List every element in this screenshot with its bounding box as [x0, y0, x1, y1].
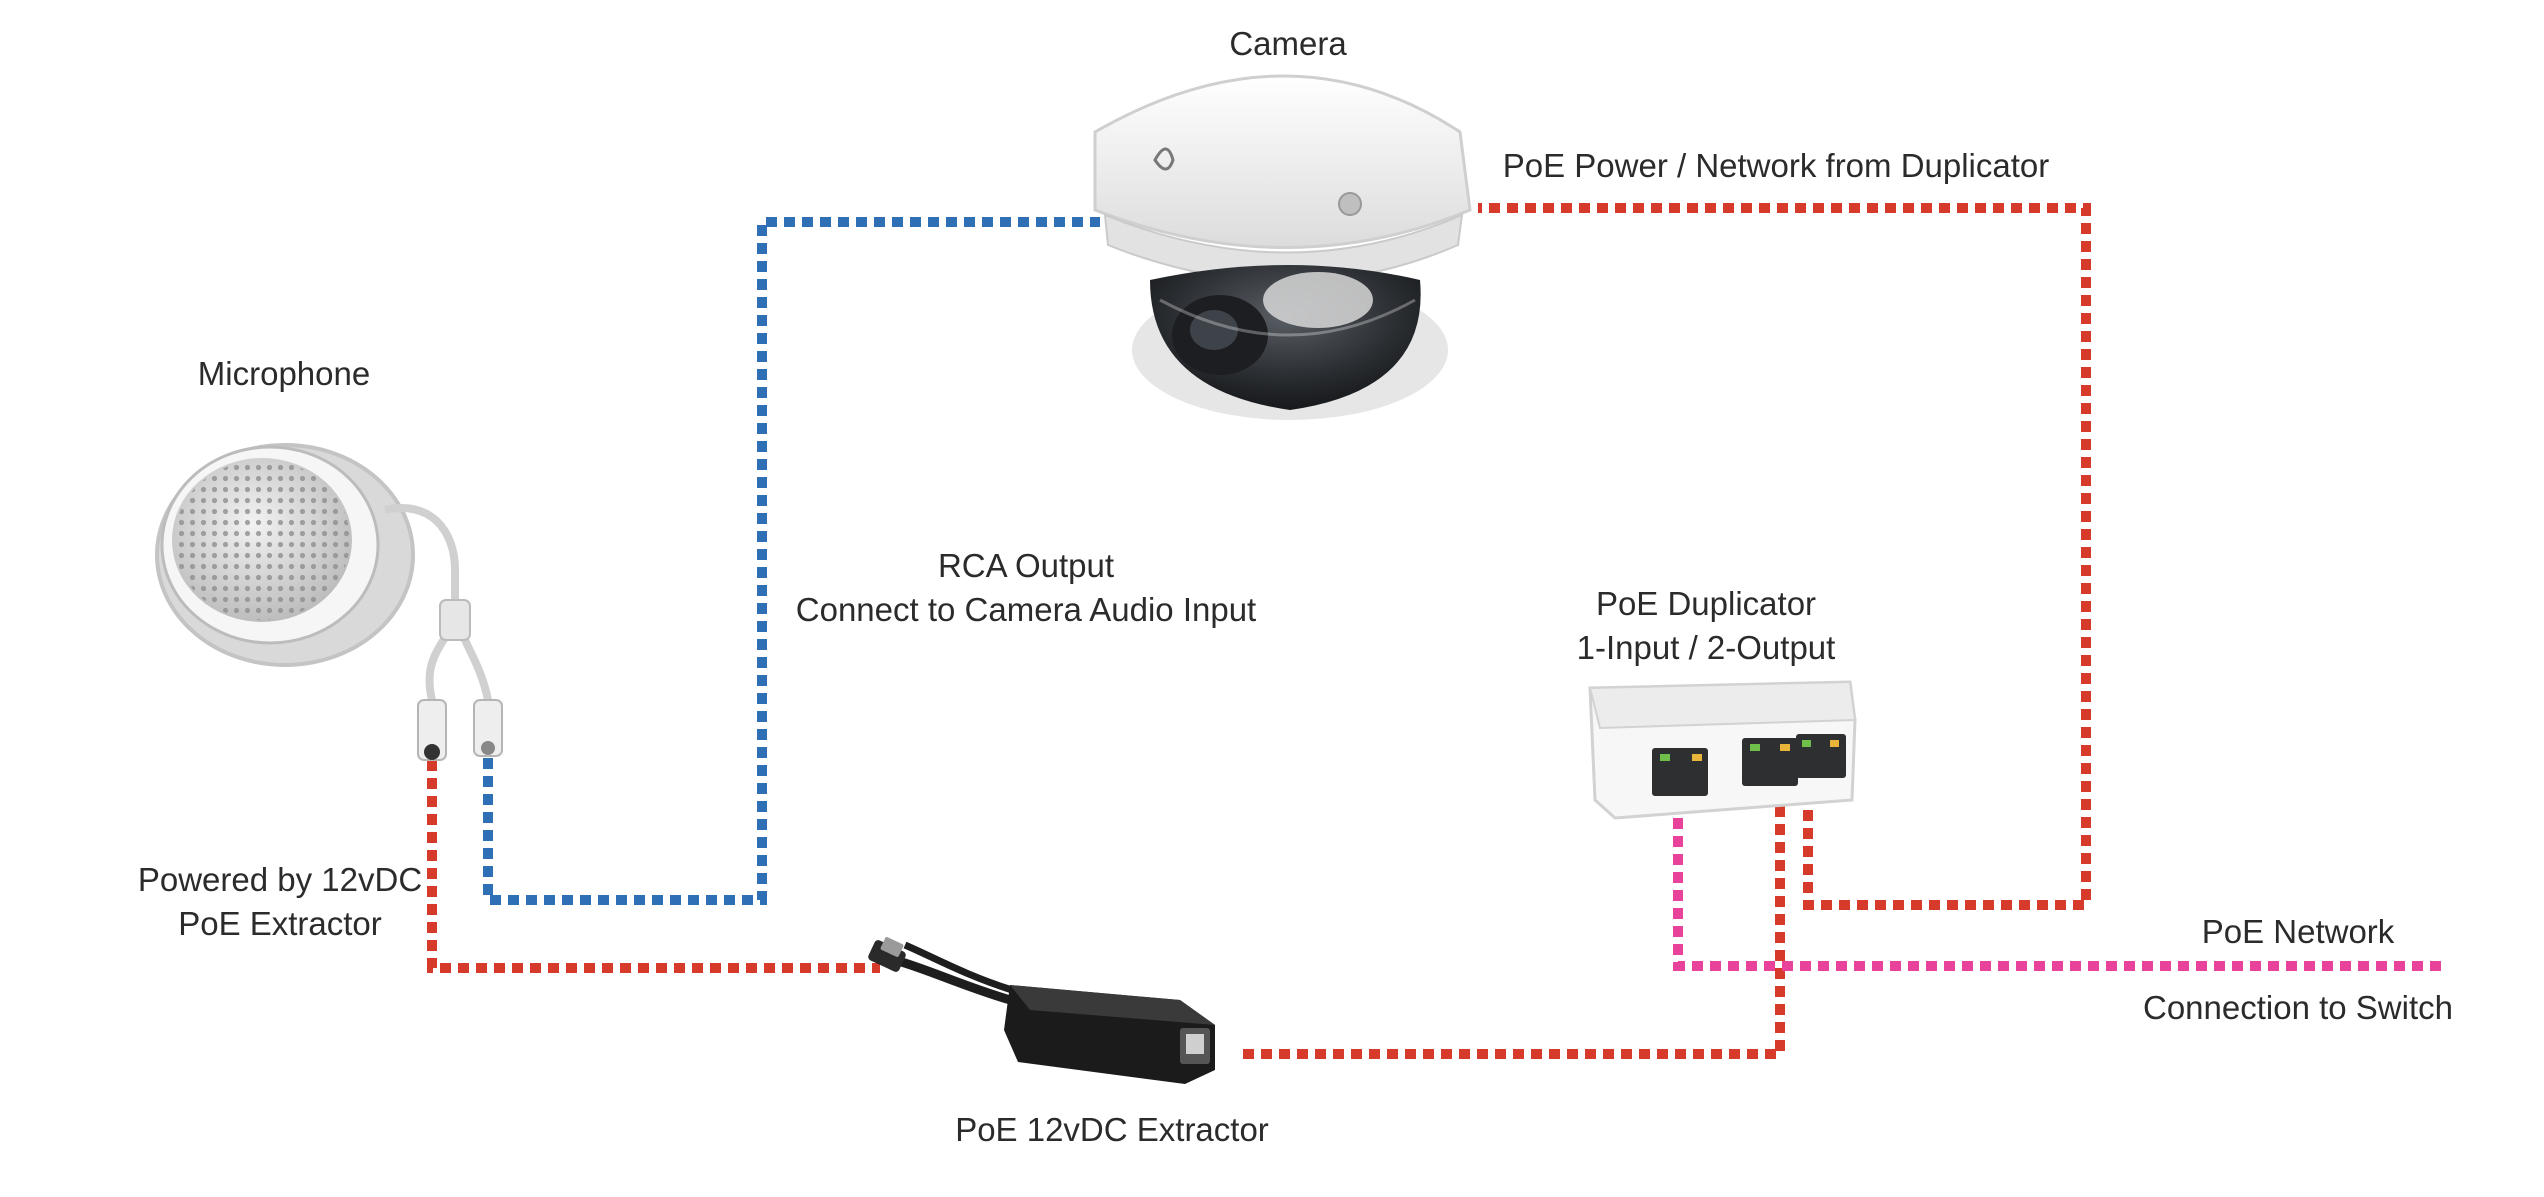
powered-by-line-2: PoE Extractor [178, 905, 382, 942]
rca-output-line-2: Connect to Camera Audio Input [795, 591, 1257, 628]
rca-output-label: RCA Output Connect to Camera Audio Input [796, 544, 1256, 632]
duplicator-label: PoE Duplicator 1-Input / 2-Output [1577, 582, 1836, 670]
connection-to-switch-label: Connection to Switch [2142, 989, 2454, 1026]
network-wire-duplicator-to-switch [1673, 800, 2448, 971]
poe-power-network-label: PoE Power / Network from Duplicator [1502, 147, 2050, 184]
powered-by-label: Powered by 12vDC PoE Extractor [138, 858, 422, 946]
camera-label: Camera [1229, 25, 1347, 62]
microphone-device [155, 443, 503, 761]
duplicator-line-2: 1-Input / 2-Output [1576, 629, 1836, 666]
audio-wire-mic-to-camera [483, 217, 1100, 905]
power-wire-extractor-to-mic [427, 760, 880, 973]
microphone-label: Microphone [197, 355, 371, 392]
poe-duplicator-device [1588, 680, 1857, 820]
extractor-label: PoE 12vDC Extractor [955, 1111, 1269, 1148]
rca-output-line-1: RCA Output [937, 547, 1115, 584]
dome-camera [1093, 74, 1472, 420]
poe-network-label: PoE Network [2201, 913, 2395, 950]
power-wire-duplicator-to-extractor [1236, 770, 1785, 1059]
connection-wires [427, 203, 2448, 1059]
powered-by-line-1: Powered by 12vDC [137, 861, 423, 898]
poe-extractor-device [868, 937, 1215, 1084]
duplicator-line-1: PoE Duplicator [1595, 585, 1817, 622]
